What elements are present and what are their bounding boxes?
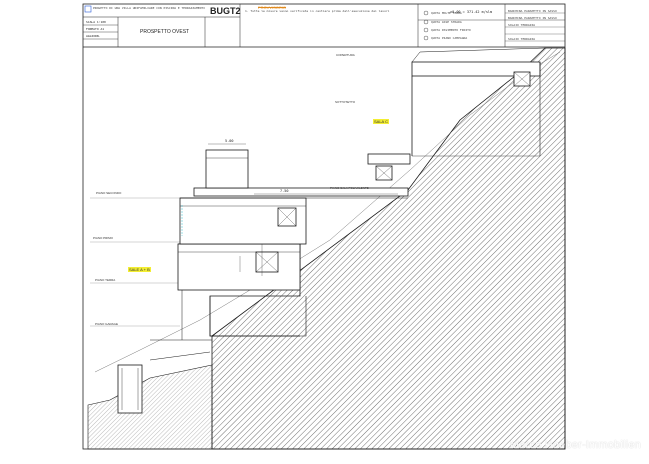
sheet-code: BUGT2	[210, 6, 241, 16]
notes-block: 1. Tutte le misure vanno verificate in c…	[245, 9, 390, 13]
label-piano-terra: PIANO TERRA	[95, 278, 116, 282]
legend-right-4: SOLAIO TERRAZZA	[508, 37, 536, 41]
legend-item-4: QUOTA PIANO CAMPAGNA	[431, 36, 468, 40]
legend-item-3: QUOTA PAVIMENTO FINITO	[431, 28, 471, 32]
label-piano-primo: PIANO PRIMO	[93, 236, 114, 240]
legend-right-2: BANCHINA PARAPETTO IN SASSO	[508, 16, 557, 20]
sheet-title: PROSPETTO OVEST	[140, 29, 190, 35]
dim-top: 5.00	[225, 139, 233, 143]
label-sala-c: SALA C	[373, 119, 390, 124]
watermark: Marco Hoeber-Immobilien	[509, 439, 641, 451]
dim-wide: 7.50	[280, 189, 288, 193]
header-fine-print: PROGETTO DI UNA VILLA UNIFAMILIARE CON P…	[93, 6, 205, 10]
legend-scale: ±0.00 = 371.42 m/slm	[450, 10, 493, 14]
legend-item-2: QUOTA ASSE STRADA	[431, 20, 462, 24]
ground-hatch	[87, 364, 213, 450]
label-piano-secondo: PIANO SECONDO	[96, 191, 122, 195]
dimension-lines	[208, 143, 398, 276]
label-sottotetto: SOTTOTETTO	[335, 100, 356, 104]
provisional-stamp: PROVVISORIO	[258, 5, 287, 10]
info-scale: SCALA 1:100	[86, 20, 106, 24]
legend-right-3: SOLAIO TERRAZZA	[508, 23, 536, 27]
label-piano-sala: PIANO SALA POLIVALENTE	[330, 186, 369, 190]
logo-icon	[84, 5, 92, 13]
level-lines	[90, 197, 180, 327]
legend-right-1: BANCHINA PARAPETTO IN SASSO	[508, 9, 557, 13]
label-piano-garage: PIANO GARAGE	[95, 322, 119, 326]
label-sala-ab: SALE A + B	[128, 267, 151, 272]
info-format: FORMATO A1	[86, 27, 105, 31]
label-copertura: COPERTURA	[336, 53, 355, 57]
legend-item-1: QUOTA MOLTE TERRA	[431, 11, 462, 15]
info-update: AGGIORN.	[86, 34, 101, 38]
building	[117, 61, 541, 414]
